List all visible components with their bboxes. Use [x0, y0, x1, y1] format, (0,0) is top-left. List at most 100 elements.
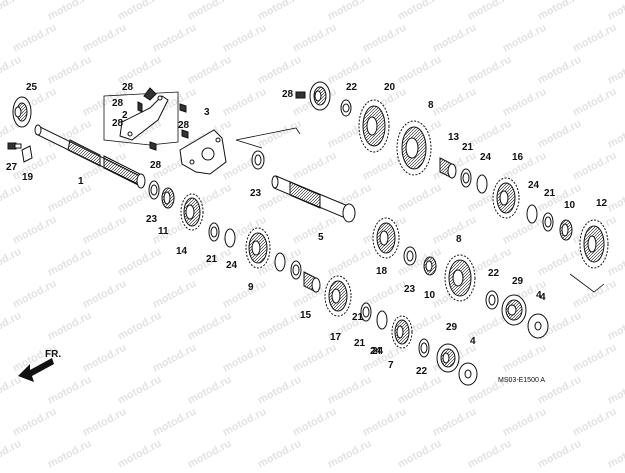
watermark-text: motod.ru: [326, 0, 374, 23]
callout-18: 18: [376, 266, 388, 277]
watermark-text: motod.ru: [431, 86, 479, 119]
callout-28: 28: [150, 160, 162, 171]
watermark-text: motod.ru: [501, 86, 549, 119]
callout-10: 10: [424, 290, 436, 301]
callout-28: 28: [112, 98, 124, 109]
countershaft-assembly: [235, 127, 549, 339]
countershaft-part-5: [271, 175, 356, 223]
watermark-text: motod.ru: [291, 214, 339, 247]
washer-part-23-mid: [403, 246, 417, 266]
cap-part-4-low: [458, 362, 478, 386]
washer-part-21-right: [542, 212, 554, 232]
washer-part-21-c: [360, 302, 372, 322]
watermark-text: motod.ru: [571, 22, 619, 55]
bearing-part-29-low: [436, 343, 460, 373]
watermark-text: motod.ru: [81, 342, 129, 375]
gear-part-8-upper: [396, 120, 432, 176]
watermark-text: motod.ru: [571, 278, 619, 311]
callout-28: 28: [122, 82, 134, 93]
callout-24: 24: [480, 152, 492, 163]
washer-part-22-mid: [485, 290, 499, 310]
watermark-text: motod.ru: [326, 246, 374, 279]
washer-part-22-upper: [340, 99, 352, 117]
washer-part-22-low: [418, 338, 430, 358]
watermark-text: motod.ru: [116, 438, 164, 468]
watermark-text: motod.ru: [606, 374, 625, 407]
watermark-text: motod.ru: [0, 0, 24, 23]
watermark-text: motod.ru: [221, 278, 269, 311]
watermark-text: motod.ru: [291, 22, 339, 55]
callout-2: 2: [122, 110, 128, 121]
gear-part-20: [358, 99, 390, 153]
bearing-part-29-mid: [501, 294, 527, 326]
watermark-text: motod.ru: [606, 118, 625, 151]
watermark-text: motod.ru: [46, 0, 94, 23]
watermark-text: motod.ru: [46, 374, 94, 407]
watermark-text: motod.ru: [256, 118, 304, 151]
watermark-text: motod.ru: [606, 54, 625, 87]
watermark-text: motod.ru: [46, 310, 94, 343]
watermark-text: motod.ru: [291, 406, 339, 439]
callout-10: 10: [564, 200, 576, 211]
callout-24: 24: [226, 260, 238, 271]
watermark-text: motod.ru: [81, 22, 129, 55]
callout-21: 21: [354, 338, 366, 349]
watermark-text: motod.ru: [186, 54, 234, 87]
watermark-text: motod.ru: [571, 150, 619, 183]
callout-24: 24: [372, 346, 384, 357]
watermark-text: motod.ru: [396, 246, 444, 279]
watermark-text: motod.ru: [396, 54, 444, 87]
callout-8: 8: [456, 234, 462, 245]
callout-13: 13: [448, 132, 460, 143]
callout-24: 24: [370, 346, 382, 357]
watermark-text: motod.ru: [536, 438, 584, 468]
watermark-text: motod.ru: [151, 342, 199, 375]
watermark-text: motod.ru: [0, 438, 24, 468]
watermark-text: motod.ru: [221, 406, 269, 439]
watermark-text: motod.ru: [501, 150, 549, 183]
gear-part-7: [391, 315, 413, 349]
watermark-text: motod.ru: [431, 214, 479, 247]
watermark-text: motod.ru: [396, 182, 444, 215]
watermark-text: motod.ru: [221, 342, 269, 375]
upper-gear-row: [295, 81, 609, 293]
watermark-text: motod.ru: [11, 150, 59, 183]
callout-21: 21: [352, 312, 364, 323]
washer-part-23-left: [148, 180, 160, 200]
watermark-text: motod.ru: [151, 278, 199, 311]
watermark-text: motod.ru: [361, 22, 409, 55]
watermark-text: motod.ru: [431, 406, 479, 439]
watermark-text: motod.ru: [256, 438, 304, 468]
watermark-text: motod.ru: [256, 374, 304, 407]
callout-28: 28: [112, 118, 124, 129]
watermark-text: motod.ru: [396, 0, 444, 23]
watermark-text: motod.ru: [0, 374, 24, 407]
bushing-part-10-upper: [559, 219, 573, 241]
callout-23: 23: [146, 214, 158, 225]
watermark-text: motod.ru: [606, 246, 625, 279]
callout-21: 21: [544, 188, 556, 199]
washer-part-23-upper: [251, 150, 265, 170]
callout-23: 23: [250, 188, 262, 199]
watermark-text: motod.ru: [0, 246, 24, 279]
bushing-part-15: [303, 271, 321, 293]
callout-3: 3: [204, 107, 210, 118]
watermark-text: motod.ru: [361, 406, 409, 439]
callout-27: 27: [6, 162, 18, 173]
circlip-part-24-c: [376, 310, 388, 330]
watermark-text: motod.ru: [396, 374, 444, 407]
watermark-text: motod.ru: [46, 54, 94, 87]
bolt-part-28: [137, 101, 189, 151]
watermark-text: motod.ru: [0, 182, 24, 215]
plate-part-3: [179, 129, 227, 175]
watermark-text: motod.ru: [536, 182, 584, 215]
bushing-part-13: [439, 157, 457, 179]
mainshaft-part-1: [34, 124, 146, 189]
watermark-text: motod.ru: [396, 438, 444, 468]
cap-part-4-mid: [527, 313, 549, 339]
watermark-text: motod.ru: [11, 278, 59, 311]
watermark-text: motod.ru: [186, 0, 234, 23]
